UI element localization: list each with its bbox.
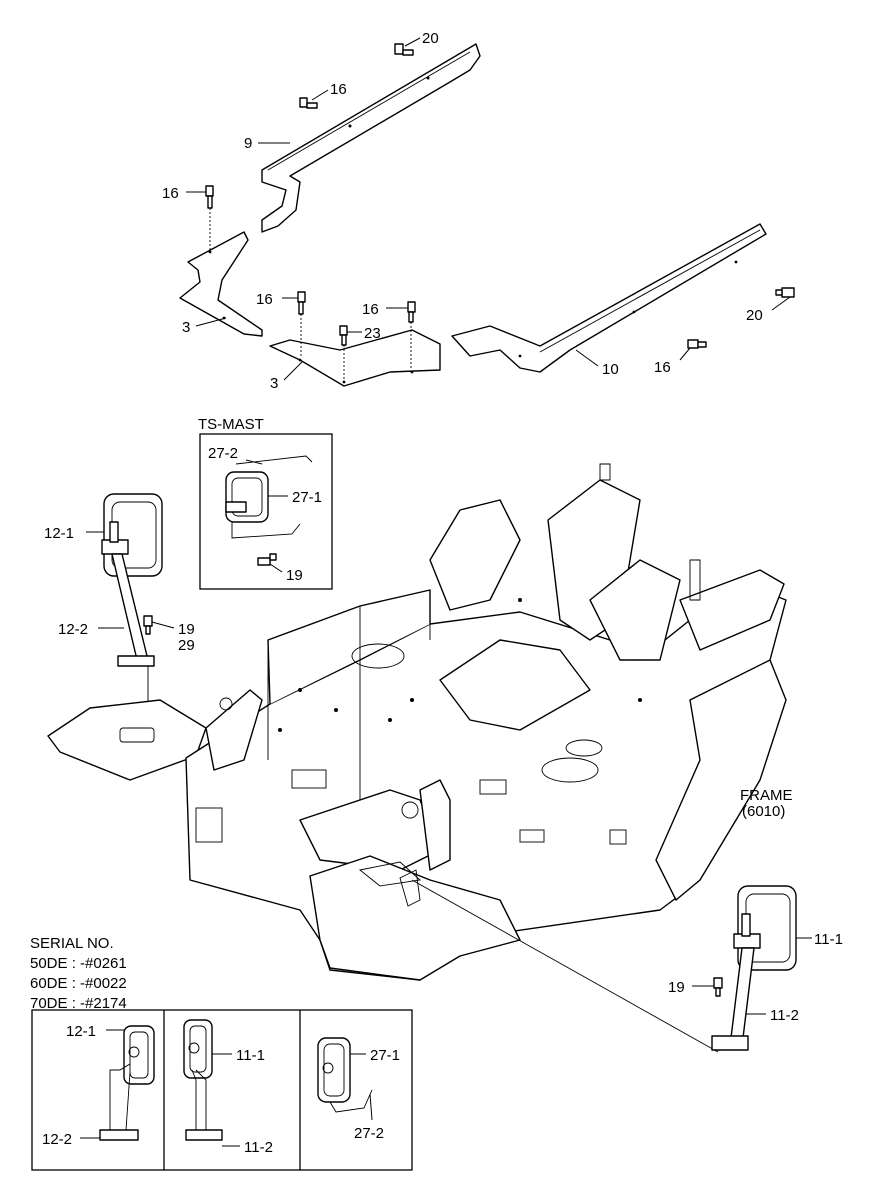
bolt-16-mid-left — [282, 291, 306, 358]
callout-12-2: 12-2 — [58, 621, 88, 638]
bolt-16-left — [186, 185, 214, 252]
inset-mirror-11 — [183, 1019, 240, 1147]
bolt-19-right — [692, 977, 723, 997]
callout-16-mid-right: 16 — [362, 301, 379, 318]
callout-29: 29 — [178, 637, 195, 654]
callout-16-top: 16 — [330, 81, 347, 98]
callout-20-right: 20 — [746, 307, 763, 324]
serial-title: SERIAL NO. — [30, 935, 114, 952]
frame-label-line2: (6010) — [742, 803, 785, 820]
bolt-20-top — [394, 37, 421, 56]
callout-11-1: 11-1 — [814, 931, 843, 948]
callout-3-lower: 3 — [270, 375, 278, 392]
inset-callout-12-2: 12-2 — [42, 1131, 72, 1148]
cover-plate-9 — [261, 43, 481, 233]
serial-line-50de: 50DE : -#0261 — [30, 955, 127, 972]
side-plate-3-left — [179, 231, 263, 337]
callout-10: 10 — [602, 361, 619, 378]
ts-mast-label: TS-MAST — [198, 416, 264, 433]
mirror-stay-11-2 — [711, 947, 755, 1051]
mirror-12-1 — [101, 493, 163, 577]
inset-callout-11-2: 11-2 — [244, 1139, 273, 1156]
side-plate-3-bottom — [269, 329, 441, 387]
callout-19-tsmast: 19 — [286, 567, 303, 584]
bolt-19-left — [143, 615, 175, 635]
serial-line-70de: 70DE : -#2174 — [30, 995, 127, 1012]
bolt-23 — [339, 325, 362, 380]
mirror-27-1 — [225, 455, 313, 539]
inset-mirror-12 — [80, 1025, 155, 1141]
callout-16-mid-left: 16 — [256, 291, 273, 308]
callout-27-2-tsmast: 27-2 — [208, 445, 238, 462]
serial-inset — [31, 1009, 413, 1171]
callout-11-2: 11-2 — [770, 1007, 799, 1024]
inset-callout-27-2: 27-2 — [354, 1125, 384, 1142]
bolt-20-right — [771, 287, 795, 311]
callout-12-1: 12-1 — [44, 525, 74, 542]
bolt-16-mid-right — [386, 301, 416, 370]
frame-6010 — [47, 463, 787, 1053]
inset-callout-12-1: 12-1 — [66, 1023, 96, 1040]
bolt-16-top — [299, 89, 329, 109]
callout-20-top: 20 — [422, 30, 439, 47]
bolt-16-right — [679, 339, 707, 361]
callout-27-1-tsmast: 27-1 — [292, 489, 322, 506]
ts-mast-box — [199, 433, 333, 590]
inset-callout-27-1: 27-1 — [370, 1047, 400, 1064]
callout-19-right: 19 — [668, 979, 685, 996]
callout-16-left: 16 — [162, 185, 179, 202]
callout-16-right: 16 — [654, 359, 671, 376]
frame-label-line1: FRAME — [740, 787, 793, 804]
callout-3-upper: 3 — [182, 319, 190, 336]
callout-9: 9 — [244, 135, 252, 152]
callout-19-left: 19 — [178, 621, 195, 638]
callout-23: 23 — [364, 325, 381, 342]
inset-callout-11-1: 11-1 — [236, 1047, 265, 1064]
serial-line-60de: 60DE : -#0022 — [30, 975, 127, 992]
inset-mirror-27 — [317, 1037, 373, 1121]
bolt-19-tsmast — [257, 553, 283, 573]
cover-plate-10 — [451, 223, 767, 373]
